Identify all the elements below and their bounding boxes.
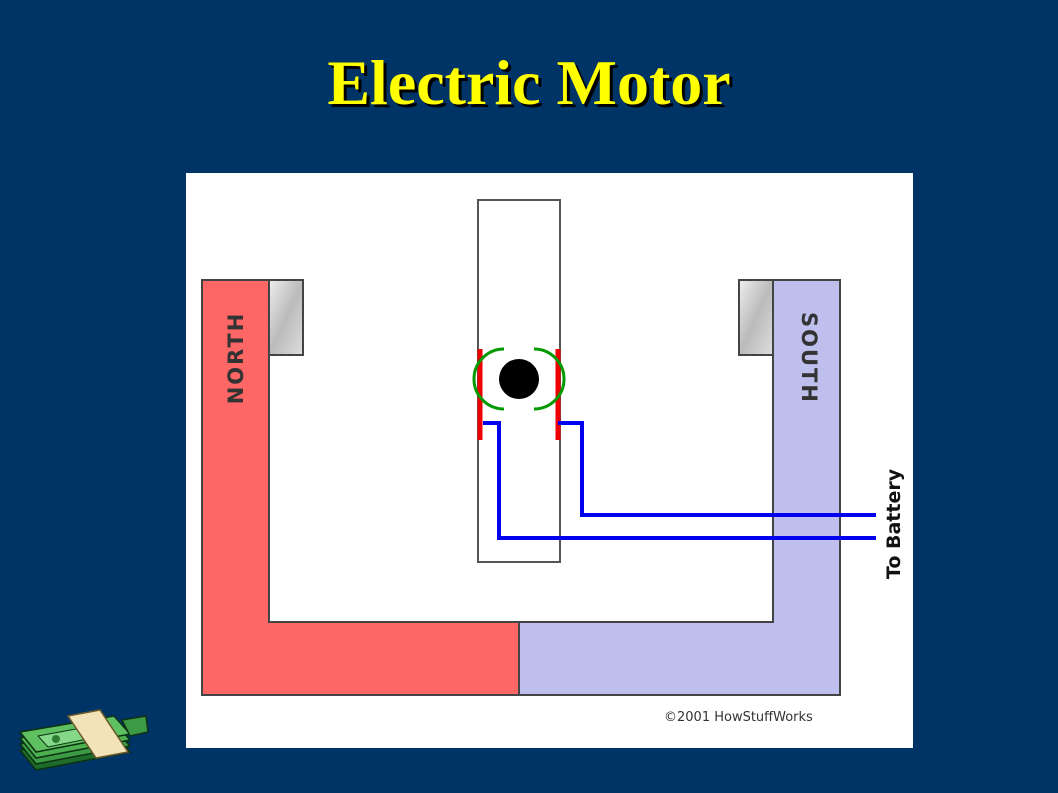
brush-right	[533, 347, 566, 411]
wire-outer	[483, 421, 876, 540]
copyright-text: ©2001 HowStuffWorks	[664, 710, 813, 725]
motor-diagram-panel: NORTH SOUTH To Battery ©2001 HowStuffWor…	[186, 173, 913, 748]
wire-inner	[558, 421, 876, 517]
battery-label: To Battery	[883, 468, 905, 579]
brush-left	[472, 347, 505, 411]
slide-title: Electric Motor	[327, 47, 731, 118]
north-pole-magnet	[201, 279, 520, 696]
south-pole-face	[738, 279, 774, 356]
motor-diagram: NORTH SOUTH To Battery ©2001 HowStuffWor…	[201, 199, 905, 725]
money-stack-icon	[18, 709, 149, 771]
axle	[499, 359, 539, 399]
north-pole-face	[268, 279, 304, 356]
south-pole-magnet	[518, 279, 841, 696]
north-label: NORTH	[224, 312, 248, 405]
south-label: SOUTH	[797, 312, 821, 404]
